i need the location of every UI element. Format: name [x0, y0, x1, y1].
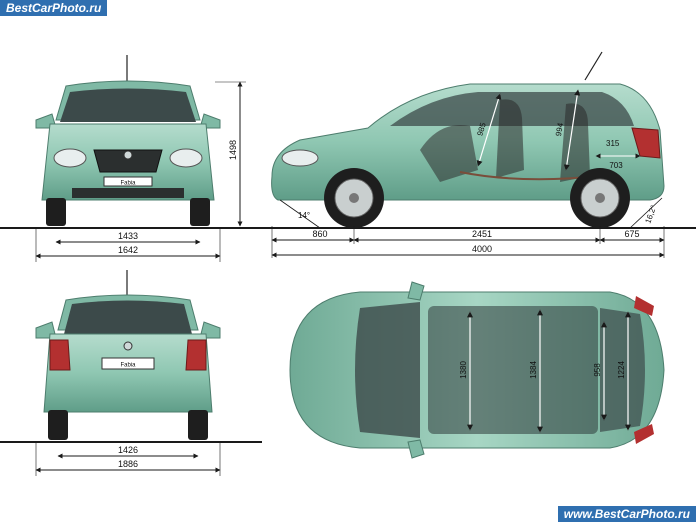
front-width-label: 1642: [118, 245, 138, 255]
side-view: 985 994 703 315 14° 16,2° 860 2451 675 4…: [271, 51, 665, 258]
top-dim-label-2: 1384: [529, 361, 538, 379]
front-tyre-left: [46, 198, 66, 226]
top-view: 1380 1384 958 1224: [289, 281, 665, 459]
front-plate: [103, 176, 153, 187]
side-interior-label-2: 994: [554, 122, 565, 137]
side-antenna: [584, 51, 603, 81]
side-interior-line-1: [476, 93, 502, 167]
side-approach-label: 14°: [298, 211, 310, 220]
front-windshield: [60, 88, 196, 122]
rear-plate: [101, 357, 155, 370]
side-headlight: [281, 149, 319, 167]
side-wheelbase-label: 2451: [472, 229, 492, 239]
front-height-label: 1498: [228, 140, 238, 160]
side-front-overhang-label: 860: [312, 229, 327, 239]
rear-badge: Fabia: [120, 363, 136, 369]
side-interior-dash: [420, 125, 478, 182]
side-length-label: 4000: [472, 244, 492, 254]
rear-view: Fabia 1426 1886: [0, 270, 262, 476]
front-track-label: 1433: [118, 231, 138, 241]
rear-taillight-right: [185, 339, 207, 371]
rear-track-label: 1426: [118, 445, 138, 455]
side-departure-label: 16,2°: [643, 204, 658, 225]
side-interior-line-2: [563, 89, 581, 171]
side-boot-h-label: 315: [606, 139, 620, 148]
rear-tyre-left: [48, 410, 68, 440]
side-hub-front: [349, 193, 359, 203]
watermark-bottom: www.BestCarPhoto.ru: [557, 506, 696, 522]
top-dim-label-4: 1224: [617, 361, 626, 379]
rear-body: [43, 333, 213, 413]
rear-taillight-left: [49, 339, 71, 371]
front-view: Fabia 1498 1433 1642: [35, 55, 246, 262]
side-departure-line: [629, 197, 663, 229]
top-mirror-lower: [407, 439, 425, 459]
front-logo: [123, 150, 133, 160]
side-front-seat: [496, 99, 524, 178]
front-headlight-right: [169, 148, 203, 168]
rear-window: [64, 300, 192, 334]
side-taillight: [631, 127, 661, 159]
front-lower-grille: [72, 188, 184, 198]
top-cabin: [428, 306, 598, 434]
top-dim-label-3: 958: [593, 363, 602, 377]
side-approach-line: [279, 199, 321, 229]
side-boot-len-label: 703: [609, 161, 623, 170]
watermark-top: BestCarPhoto.ru: [0, 0, 108, 16]
top-mirror-upper: [407, 281, 425, 301]
rear-width-label: 1886: [118, 459, 138, 469]
front-headlight-left: [53, 148, 87, 168]
top-rear-window: [600, 308, 645, 432]
side-interior-label-1: 985: [475, 121, 487, 137]
top-windshield: [355, 302, 420, 438]
top-taillight-upper: [634, 296, 654, 316]
front-grille: [93, 149, 163, 173]
side-rear-overhang-label: 675: [624, 229, 639, 239]
rear-logo: [123, 341, 133, 351]
side-hub-rear: [595, 193, 605, 203]
top-dim-label-1: 1380: [459, 361, 468, 379]
top-taillight-lower: [634, 424, 654, 444]
front-tyre-right: [190, 198, 210, 226]
front-badge: Fabia: [120, 181, 136, 187]
rear-tyre-right: [188, 410, 208, 440]
